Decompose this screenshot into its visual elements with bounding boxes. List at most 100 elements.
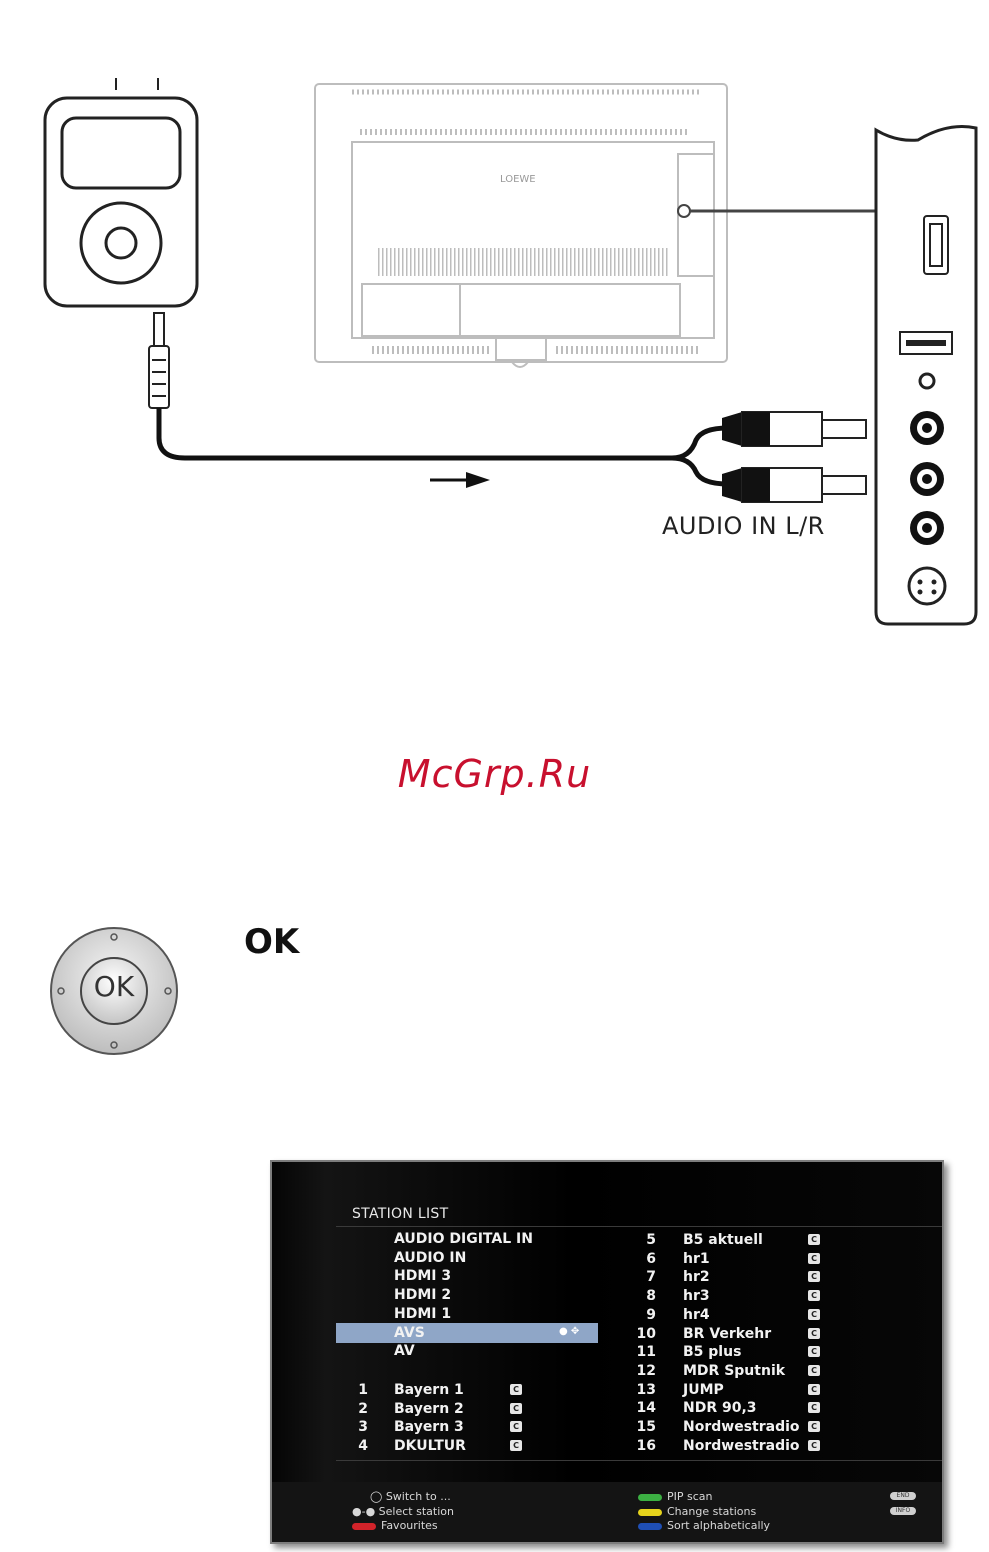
channel-badge-icon: C [808,1346,820,1358]
source-label: AV [394,1343,415,1360]
source-item[interactable]: HDMI 2 [394,1286,451,1304]
channel-badge-icon: C [808,1383,820,1395]
legend-sort-alphabetically: Sort alphabetically [638,1519,770,1532]
info-key-icon: INFO [890,1507,916,1515]
tv-screen: STATION LIST ● ✥ AUDIO DIGITAL IN AUDIO I… [270,1160,944,1544]
channel-badge-icon: C [510,1384,522,1395]
station-name: Nordwestradio [683,1419,800,1435]
channel-badge-icon: C [808,1364,820,1376]
station-name: Bayern 2 [394,1400,464,1417]
legend-favourites: Favourites [352,1519,438,1532]
legend-divider [336,1460,942,1461]
source-label: HDMI 2 [394,1287,452,1304]
tv-rear-illustration [314,83,728,368]
source-label: AUDIO IN [394,1249,467,1266]
station-name: hr2 [683,1269,710,1286]
station-name: B5 aktuell [683,1232,763,1248]
end-key-icon: END [890,1492,916,1500]
source-item[interactable]: AVS [394,1324,425,1342]
station-row[interactable]: 8 hr3 C [272,1287,942,1305]
mp3-player-illustration [43,78,199,308]
station-row[interactable]: 6 hr1 C [272,1250,942,1268]
station-name: JUMP [683,1381,724,1398]
channel-badge-icon: C [808,1252,820,1264]
channel-badge-icon: C [510,1440,522,1452]
channel-badge-icon: C [808,1308,820,1320]
station-number: 5 [646,1232,656,1248]
station-name: BR Verkehr [683,1325,772,1342]
legend-select-station: ●-● Select station [352,1505,454,1518]
channel-badge-icon: C [808,1327,820,1339]
svideo-port-icon [907,566,947,606]
station-number: 8 [646,1288,656,1305]
signal-arrow-icon [430,472,490,488]
source-item[interactable]: HDMI 3 [394,1267,451,1285]
station-name: hr1 [683,1250,710,1267]
station-row[interactable]: 1 Bayern 1 C [272,1381,942,1399]
station-number: 2 [358,1400,368,1417]
legend-change-stations: Change stations [638,1505,756,1518]
station-number: 6 [646,1250,656,1267]
station-number: 14 [636,1400,656,1417]
station-row[interactable]: 2 Bayern 2 C [272,1400,942,1418]
leader-dot [677,204,691,218]
station-row[interactable]: 15 Nordwestradio C [272,1418,942,1436]
audio-in-label: AUDIO IN L/R [662,512,825,540]
selection-highlight [336,1323,598,1343]
station-row[interactable]: 14 NDR 90,3 C [272,1399,942,1417]
blue-button-icon [638,1522,662,1530]
station-name: Bayern 1 [394,1382,464,1398]
tv-side-panel [874,125,978,626]
channel-badge-icon: C [808,1402,820,1414]
station-number: 1 [358,1382,368,1398]
station-name: hr3 [683,1288,710,1305]
station-number: 13 [636,1381,656,1398]
station-name: NDR 90,3 [683,1400,757,1417]
tv-brand-label: LOEWE [500,174,536,185]
station-row[interactable]: 10 BR Verkehr C [272,1325,942,1343]
station-number: 10 [636,1325,656,1342]
headphone-port-icon [918,372,936,390]
station-name: MDR Sputnik [683,1362,786,1379]
station-row[interactable]: 13 JUMP C [272,1381,942,1399]
source-item[interactable]: HDMI 1 [394,1305,451,1323]
channel-badge-icon: C [808,1290,820,1302]
station-number: 12 [636,1362,656,1379]
station-number: 3 [358,1419,368,1436]
station-row[interactable]: 16 Nordwestradio C [272,1437,942,1455]
source-item[interactable]: AV [394,1342,415,1360]
channel-badge-icon: C [808,1234,820,1245]
yellow-button-icon [638,1508,662,1516]
connection-diagram: LOEWE [43,78,978,626]
station-number: 16 [636,1437,656,1454]
station-row[interactable]: 5 B5 aktuell C [272,1231,942,1249]
legend-switch-to: ◯ Switch to ... [370,1490,451,1503]
source-item[interactable]: AUDIO DIGITAL IN [394,1230,533,1248]
legend-bar: ◯ Switch to ... ●-● Select station Favou… [272,1482,942,1542]
station-name: Nordwestradio [683,1437,800,1454]
legend-pip-scan: PIP scan [638,1490,713,1503]
remote-ok-button-illustration [50,927,178,1055]
station-name: DKULTUR [394,1438,466,1455]
station-name: Bayern 3 [394,1419,464,1436]
source-label: AUDIO DIGITAL IN [394,1231,533,1247]
red-button-icon [352,1522,376,1530]
source-label: AVS [394,1324,425,1341]
station-number: 15 [636,1419,656,1435]
rca-plugs [722,411,867,503]
channel-badge-icon: C [510,1421,522,1433]
station-number: 7 [646,1269,656,1286]
jack-cable [148,312,729,487]
station-row[interactable]: 12 MDR Sputnik C [272,1362,942,1380]
source-label: HDMI 3 [394,1268,452,1285]
ok-navigate-icon: ● ✥ [559,1326,580,1337]
station-row[interactable]: 3 Bayern 3 C [272,1418,942,1436]
source-item[interactable]: AUDIO IN [394,1249,466,1267]
channel-badge-icon: C [510,1402,522,1414]
station-name: hr4 [683,1306,710,1323]
station-list-title: STATION LIST [352,1206,449,1222]
